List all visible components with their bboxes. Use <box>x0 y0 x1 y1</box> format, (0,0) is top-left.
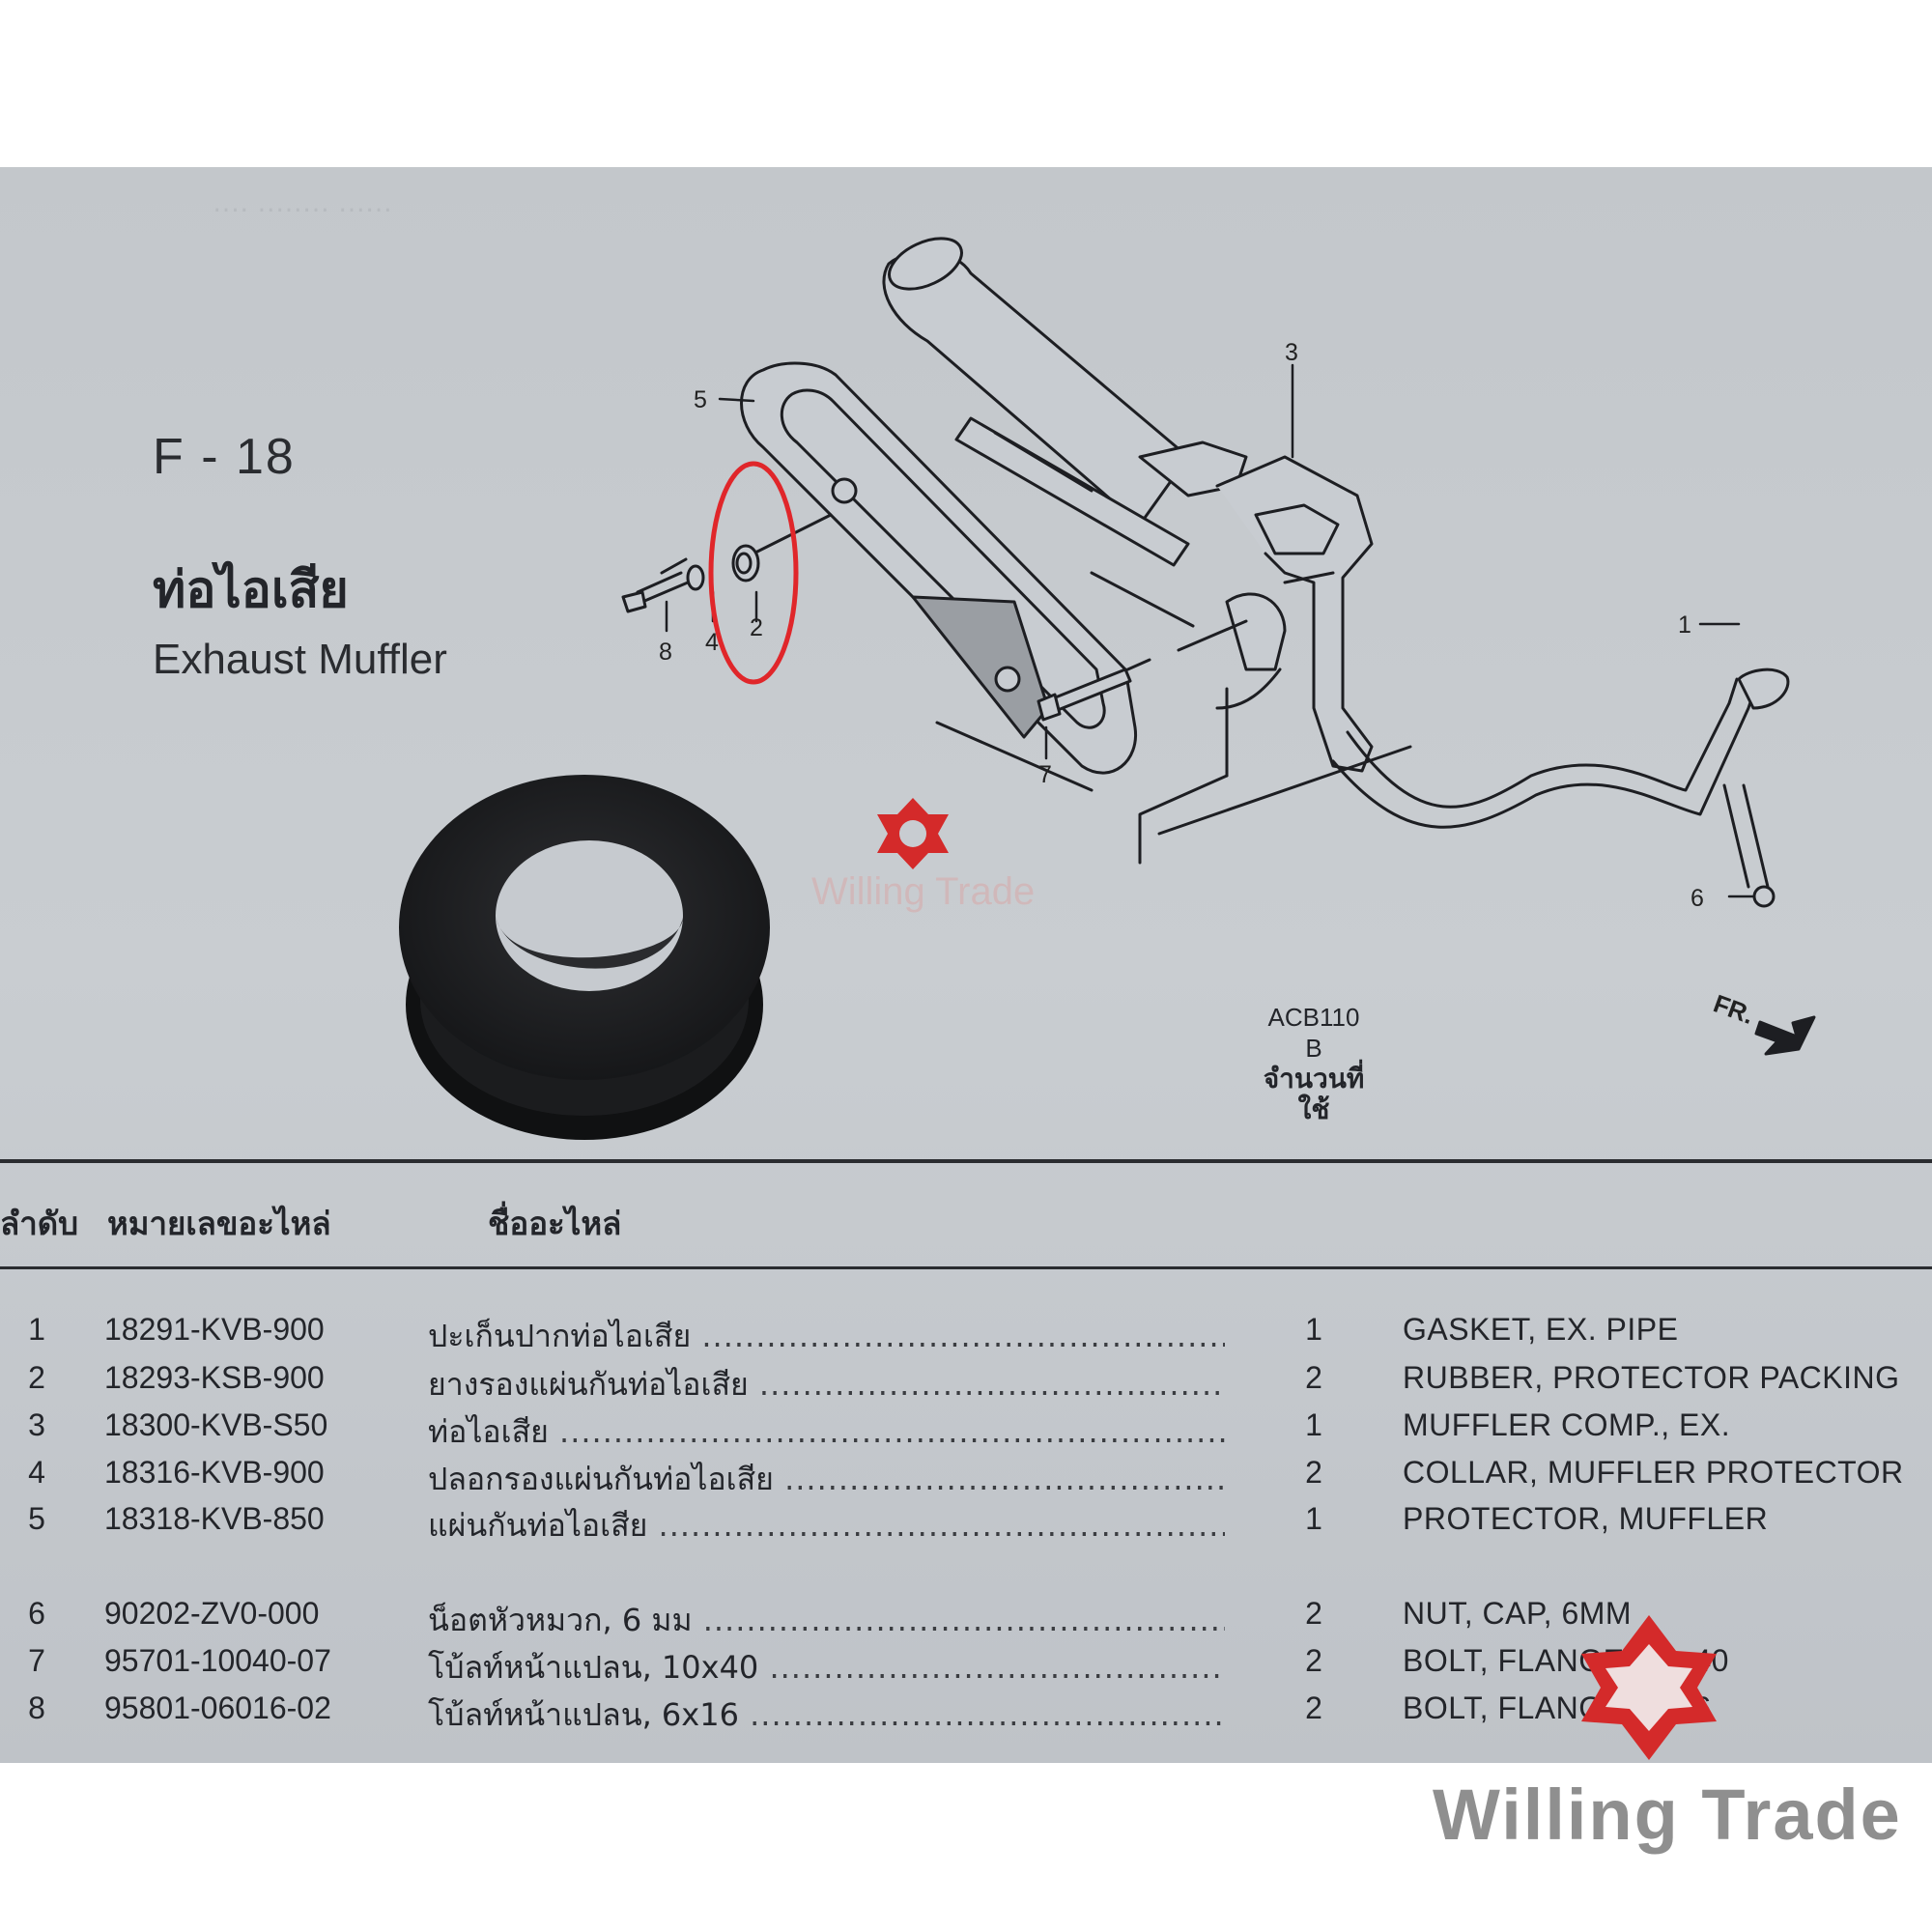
leader-dots: ........................................… <box>784 1461 1225 1497</box>
row-part-number: 18316-KVB-900 <box>104 1455 325 1490</box>
front-direction-label: FR. <box>1710 988 1758 1030</box>
row-part-number: 18293-KSB-900 <box>104 1360 325 1395</box>
row-part-name-thai-cell: แผ่นกันท่อไอเสีย .......................… <box>428 1501 1225 1550</box>
row-part-name-thai-cell: ท่อไอเสีย ..............................… <box>428 1407 1225 1457</box>
callout-2: 2 <box>750 614 763 641</box>
diagram-code: F - 18 <box>153 429 296 485</box>
row-quantity: 2 <box>1305 1455 1322 1490</box>
row-number: 1 <box>28 1312 45 1347</box>
leader-dots: ........................................… <box>769 1649 1225 1686</box>
watermark-logo-small <box>877 798 949 869</box>
row-part-number: 90202-ZV0-000 <box>104 1596 320 1631</box>
leader-dots: ........................................… <box>701 1318 1225 1354</box>
table-row: 7 95701-10040-07 โบ้ลท์หน้าแปลน, 10x40 ...… <box>0 1643 1932 1690</box>
diagram-watermark-text: Willing Trade <box>811 870 1036 913</box>
row-quantity: 2 <box>1305 1596 1322 1631</box>
callout-6: 6 <box>1690 885 1704 912</box>
row-part-number: 95801-06016-02 <box>104 1690 331 1725</box>
leader-dots: ........................................… <box>758 1366 1225 1403</box>
table-row: 1 18291-KVB-900 ปะเก็นปากท่อไอเสีย .......… <box>0 1312 1932 1358</box>
row-number: 3 <box>28 1407 45 1442</box>
diagram-title-english: Exhaust Muffler <box>153 636 447 683</box>
row-part-name-thai: ยางรองแผ่นกันท่อไอเสีย <box>428 1366 749 1403</box>
row-part-name-english: COLLAR, MUFFLER PROTECTOR <box>1403 1455 1904 1490</box>
muffler-protector-drawing <box>740 361 1335 792</box>
table-row: 5 18318-KVB-850 แผ่นกันท่อไอเสีย .........… <box>0 1501 1932 1548</box>
row-part-name-thai: ท่อไอเสีย <box>428 1413 549 1450</box>
leader-dots: ........................................… <box>658 1507 1225 1544</box>
bolt-7-drawing <box>1037 619 1248 722</box>
row-part-number: 18291-KVB-900 <box>104 1312 325 1347</box>
row-quantity: 1 <box>1305 1312 1322 1347</box>
row-part-name-thai-cell: น็อตหัวหมวก, 6 มม ......................… <box>428 1596 1225 1645</box>
row-number: 4 <box>28 1455 45 1490</box>
row-quantity: 2 <box>1305 1360 1322 1395</box>
catalog-page: ‥‥ ‥‥‥‥ ‥‥‥ <box>0 167 1932 1763</box>
row-part-number: 18300-KVB-S50 <box>104 1407 328 1442</box>
row-part-name-thai-cell: ยางรองแผ่นกันท่อไอเสีย .................… <box>428 1360 1225 1409</box>
table-row: 2 18293-KSB-900 ยางรองแผ่นกันท่อไอเสีย ...… <box>0 1360 1932 1406</box>
row-part-name-thai: น็อตหัวหมวก, 6 มม <box>428 1602 693 1638</box>
row-number: 2 <box>28 1360 45 1395</box>
row-part-name-thai: ปลอกรองแผ่นกันท่อไอเสีย <box>428 1461 774 1497</box>
header-quantity: จำนวนที่ใช้ <box>1263 1063 1365 1125</box>
header-part-name: ชื่ออะไหล่ <box>488 1205 622 1242</box>
brand-name: Willing Trade <box>1433 1775 1902 1855</box>
callout-5: 5 <box>694 386 707 413</box>
row-quantity: 1 <box>1305 1407 1322 1442</box>
fastener-stack-drawing <box>621 513 833 613</box>
row-part-name-english: NUT, CAP, 6MM <box>1403 1596 1633 1631</box>
callout-8: 8 <box>659 639 672 666</box>
header-model-type: B <box>1305 1034 1322 1063</box>
leader-dots: ........................................… <box>702 1602 1225 1638</box>
callout-4: 4 <box>705 629 719 656</box>
bracket-and-pipe-drawing <box>1138 455 1790 908</box>
row-number: 7 <box>28 1643 45 1678</box>
highlight-circle <box>708 461 799 685</box>
table-top-rule <box>0 1159 1932 1163</box>
table-header-rule <box>0 1266 1932 1269</box>
row-number: 6 <box>28 1596 45 1631</box>
row-part-name-english: MUFFLER COMP., EX. <box>1403 1407 1731 1442</box>
willing-trade-logo <box>1581 1615 1717 1760</box>
leader-dots: ........................................… <box>559 1413 1225 1450</box>
row-part-name-thai: โบ้ลท์หน้าแปลน, 6x16 <box>428 1696 739 1733</box>
muffler-body-drawing <box>882 237 1248 628</box>
callout-3: 3 <box>1285 339 1298 366</box>
row-part-name-thai: ปะเก็นปากท่อไอเสีย <box>428 1318 692 1354</box>
callout-1: 1 <box>1678 611 1691 639</box>
row-part-name-thai: โบ้ลท์หน้าแปลน, 10x40 <box>428 1649 759 1686</box>
rubber-grommet-photo <box>399 775 770 1140</box>
row-part-name-english: GASKET, EX. PIPE <box>1403 1312 1679 1347</box>
header-model: ACB110 B จำนวนที่ใช้ <box>1256 1002 1372 1125</box>
table-row: 4 18316-KVB-900 ปลอกรองแผ่นกันท่อไอเสีย ..… <box>0 1455 1932 1501</box>
callout-7: 7 <box>1038 761 1052 788</box>
row-quantity: 2 <box>1305 1690 1322 1725</box>
row-part-name-english: PROTECTOR, MUFFLER <box>1403 1501 1769 1536</box>
row-part-number: 95701-10040-07 <box>104 1643 331 1678</box>
bleed-through-text: ‥‥ ‥‥‥‥ ‥‥‥ <box>213 186 393 218</box>
row-number: 5 <box>28 1501 45 1536</box>
table-row: 6 90202-ZV0-000 น็อตหัวหมวก, 6 มม ........… <box>0 1596 1932 1642</box>
leader-dots: ........................................… <box>750 1696 1225 1733</box>
row-number: 8 <box>28 1690 45 1725</box>
row-part-name-english: RUBBER, PROTECTOR PACKING <box>1403 1360 1900 1395</box>
front-direction-arrow <box>1754 1015 1816 1056</box>
table-row: 3 18300-KVB-S50 ท่อไอเสีย ................… <box>0 1407 1932 1454</box>
row-part-number: 18318-KVB-850 <box>104 1501 325 1536</box>
row-part-name-thai-cell: โบ้ลท์หน้าแปลน, 6x16 ...................… <box>428 1690 1225 1740</box>
header-no: ลำดับ <box>0 1205 79 1242</box>
row-part-name-thai-cell: โบ้ลท์หน้าแปลน, 10x40 ..................… <box>428 1643 1225 1692</box>
row-part-name-thai-cell: ปลอกรองแผ่นกันท่อไอเสีย ................… <box>428 1455 1225 1504</box>
diagram-title-thai: ท่อไอเสีย <box>153 561 349 619</box>
row-part-name-thai-cell: ปะเก็นปากท่อไอเสีย .....................… <box>428 1312 1225 1361</box>
row-quantity: 1 <box>1305 1501 1322 1536</box>
header-part-number: หมายเลขอะไหล่ <box>107 1205 331 1242</box>
header-model-code: ACB110 <box>1267 1003 1360 1032</box>
row-quantity: 2 <box>1305 1643 1322 1678</box>
exploded-parts-diagram: 5 3 1 6 7 8 4 2 FR. <box>621 237 1816 1056</box>
row-part-name-thai: แผ่นกันท่อไอเสีย <box>428 1507 648 1544</box>
